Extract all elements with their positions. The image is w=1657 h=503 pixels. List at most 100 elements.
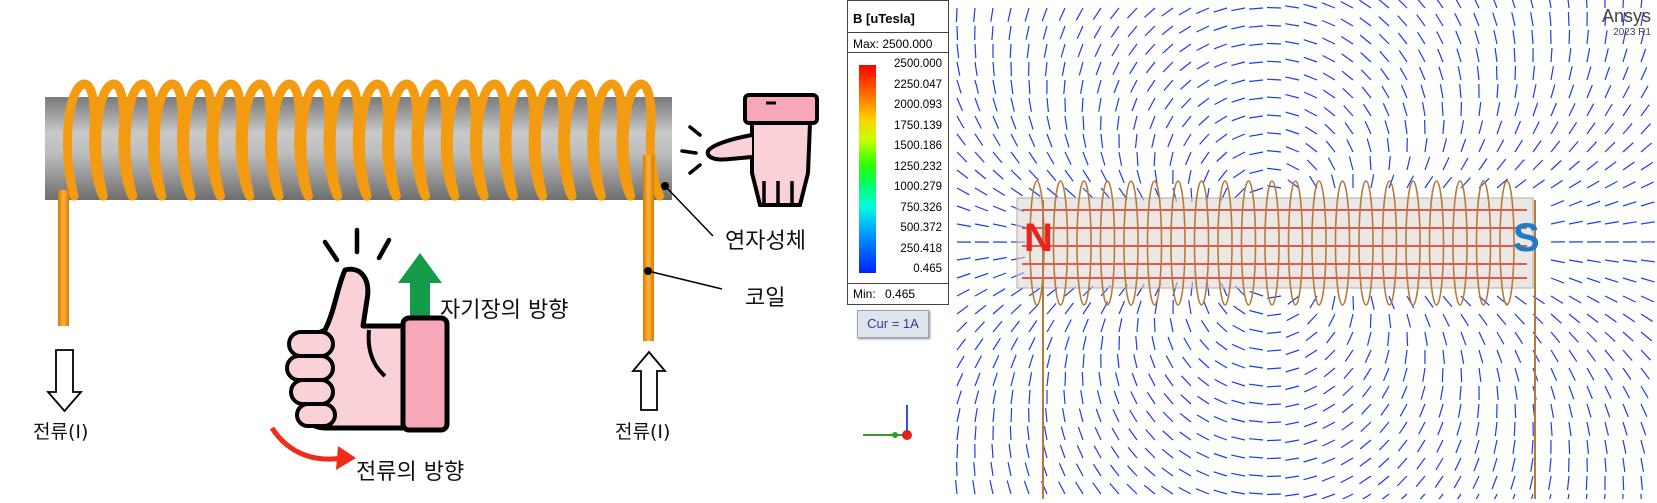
field-arrow (1119, 152, 1122, 166)
field-arrow (992, 444, 993, 458)
field-arrow (1233, 152, 1245, 159)
field-arrow (1079, 409, 1083, 423)
field-arrow (1093, 483, 1101, 494)
field-arrow (1475, 31, 1479, 44)
field-arrow (1420, 404, 1425, 417)
field-arrow (1359, 476, 1371, 484)
field-arrow (1365, 121, 1371, 134)
current-direction-label: 전류의 방향 (356, 454, 464, 486)
field-arrow (1095, 44, 1101, 57)
field-arrow (1197, 415, 1209, 422)
field-arrow (1437, 32, 1443, 45)
field-arrow (1515, 180, 1526, 189)
field-arrow (1304, 422, 1317, 427)
field-arrow (1152, 336, 1155, 350)
field-arrow (1197, 433, 1209, 440)
field-arrow (975, 206, 988, 211)
field-arrow (1249, 8, 1263, 9)
field-arrow (1381, 404, 1389, 415)
field-arrow (1325, 124, 1335, 134)
field-arrow (1417, 458, 1425, 469)
field-arrow (1214, 435, 1227, 440)
field-arrow (1515, 350, 1521, 363)
field-arrow (1232, 363, 1245, 368)
field-arrow (1286, 130, 1299, 135)
field-arrow (1605, 458, 1606, 472)
field-arrow (1407, 332, 1408, 346)
field-arrow (1306, 332, 1317, 341)
field-arrow (1095, 427, 1101, 440)
field-arrow (1405, 120, 1407, 134)
field-arrow (1046, 62, 1048, 76)
field-arrow (1587, 422, 1590, 436)
field-arrow (1641, 476, 1642, 490)
field-arrow (1443, 314, 1449, 327)
field-arrow (1605, 48, 1608, 62)
field-arrow (957, 44, 959, 58)
field-arrow (1380, 51, 1389, 62)
field-arrow (1475, 440, 1479, 453)
field-arrow (1389, 156, 1390, 170)
field-arrow (1474, 458, 1479, 471)
field-arrow (1399, 422, 1407, 434)
field-arrow (1249, 493, 1263, 494)
field-arrow (993, 258, 1007, 261)
field-arrow (1512, 458, 1515, 472)
field-arrow (1323, 56, 1335, 63)
field-arrow (1567, 0, 1569, 8)
south-pole-label: S (1513, 216, 1540, 261)
field-arrow (1569, 314, 1580, 323)
field-arrow (956, 8, 957, 22)
field-arrow (1641, 386, 1648, 398)
field-arrow (1569, 221, 1583, 224)
field-arrow (1214, 8, 1227, 12)
field-arrow (1162, 468, 1173, 476)
field-arrow (1162, 26, 1173, 35)
field-arrow (1285, 95, 1299, 98)
field-arrow (1569, 278, 1582, 283)
current-setting-button[interactable]: Cur = 1A (857, 310, 929, 338)
field-arrow (1304, 404, 1317, 409)
field-arrow (1267, 8, 1281, 9)
field-arrow (1117, 116, 1119, 130)
field-arrow (1398, 440, 1407, 451)
field-arrow (1497, 314, 1506, 325)
field-arrow (1285, 440, 1299, 443)
field-arrow (1513, 440, 1515, 454)
field-arrow (1623, 314, 1635, 322)
field-arrow (1165, 98, 1173, 109)
field-arrow (1332, 174, 1335, 188)
field-arrow (1419, 422, 1425, 434)
field-arrow (1605, 422, 1608, 436)
field-arrow (1010, 426, 1011, 440)
field-arrow (1304, 440, 1317, 444)
field-arrow (1094, 446, 1101, 458)
field-arrow (957, 98, 963, 111)
field-arrow (1436, 14, 1443, 26)
field-arrow (1065, 188, 1075, 197)
field-arrow (1587, 181, 1599, 188)
field-arrow (1324, 386, 1336, 394)
field-arrow (1361, 53, 1371, 63)
field-arrow (1047, 303, 1056, 314)
field-arrow (1515, 296, 1526, 304)
field-arrow (1285, 422, 1299, 425)
field-arrow (1101, 302, 1108, 314)
field-arrow (1285, 42, 1299, 45)
field-arrow (1146, 430, 1155, 441)
field-arrow (1094, 26, 1101, 38)
field-arrow (1434, 494, 1443, 499)
field-arrow (1479, 314, 1487, 325)
field-arrow (1605, 123, 1614, 134)
field-arrow (1398, 16, 1407, 26)
field-arrow (1029, 80, 1030, 94)
field-arrow (1425, 296, 1433, 307)
field-arrow (1047, 337, 1052, 350)
field-arrow (1286, 368, 1299, 372)
field-arrow (1568, 12, 1569, 26)
field-arrow (1324, 107, 1335, 116)
field-arrow (1457, 49, 1461, 62)
field-arrow (1641, 278, 1654, 282)
field-arrow (1515, 140, 1522, 152)
field-arrow (1326, 141, 1335, 152)
